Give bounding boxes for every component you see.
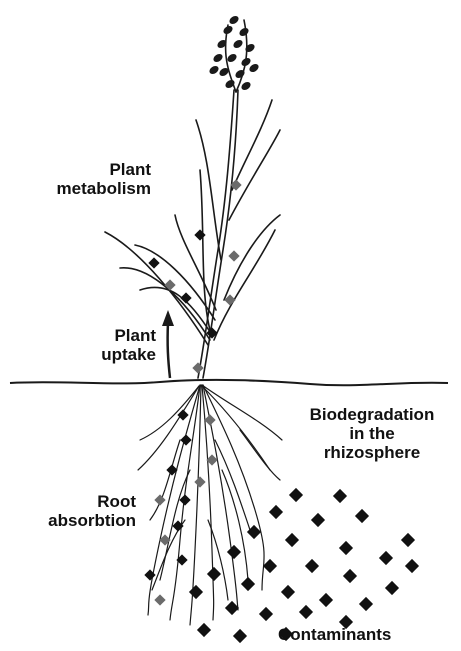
contaminant-particle xyxy=(359,597,373,611)
contaminant-particle xyxy=(385,581,399,595)
absorbed-particle xyxy=(192,362,203,373)
biodegradation-line-1: Biodegradation xyxy=(286,405,458,424)
root-absorption-line-2: absorbtion xyxy=(40,511,136,530)
floret xyxy=(238,26,250,37)
root-absorption-line-1: Root xyxy=(40,492,136,511)
root-absorption-label: Root absorbtion xyxy=(40,492,136,530)
absorbed-particle xyxy=(228,250,239,261)
contaminant-particle xyxy=(339,541,353,555)
ground-line xyxy=(10,380,448,385)
contaminant-particle xyxy=(259,607,273,621)
absorbed-contaminants xyxy=(144,179,241,605)
plant-uptake-line-1: Plant xyxy=(80,326,156,345)
contaminant-particle xyxy=(269,505,283,519)
absorbed-particle xyxy=(180,434,191,445)
floret xyxy=(208,64,220,75)
absorbed-particle xyxy=(148,257,159,268)
absorbed-particle xyxy=(179,494,190,505)
contaminant-particle xyxy=(227,545,241,559)
contaminant-particle xyxy=(233,629,247,643)
biodegradation-label: Biodegradation in the rhizosphere xyxy=(286,405,458,462)
absorbed-particle xyxy=(154,494,165,505)
absorbed-particle xyxy=(204,414,215,425)
contaminant-particle xyxy=(263,559,277,573)
root-strand xyxy=(215,440,250,530)
contaminant-particles xyxy=(189,488,419,643)
contaminant-particle xyxy=(285,533,299,547)
contaminant-particle xyxy=(379,551,393,565)
biodegradation-line-2: in the xyxy=(286,424,458,443)
contaminant-particle xyxy=(281,585,295,599)
uptake-arrow xyxy=(162,310,174,378)
seed-head xyxy=(208,14,260,91)
contaminants-label: Contaminants xyxy=(278,625,391,644)
contaminant-particle xyxy=(289,488,303,502)
floret xyxy=(226,52,238,63)
plant-metabolism-line-2: metabolism xyxy=(55,179,151,198)
contaminant-particle xyxy=(319,593,333,607)
plant-uptake-line-2: uptake xyxy=(80,345,156,364)
contaminant-particle xyxy=(405,559,419,573)
floret xyxy=(228,14,240,25)
floret xyxy=(232,38,244,49)
plant-metabolism-line-1: Plant xyxy=(55,160,151,179)
floret xyxy=(240,80,252,91)
absorbed-particle xyxy=(194,229,205,240)
floret xyxy=(248,62,260,73)
plant-shoot xyxy=(105,20,280,378)
absorbed-particle xyxy=(194,476,205,487)
plant-metabolism-label: Plant metabolism xyxy=(55,160,151,198)
contaminant-particle xyxy=(189,585,203,599)
contaminant-particle xyxy=(305,559,319,573)
contaminant-particle xyxy=(207,567,221,581)
contaminant-particle xyxy=(333,489,347,503)
floret xyxy=(212,52,224,63)
absorbed-particle xyxy=(154,594,165,605)
contaminant-particle xyxy=(197,623,211,637)
contaminant-particle xyxy=(311,513,325,527)
floret xyxy=(244,42,256,53)
contaminant-particle xyxy=(343,569,357,583)
contaminant-particle xyxy=(401,533,415,547)
biodegradation-line-3: rhizosphere xyxy=(286,443,458,462)
contaminant-particle xyxy=(355,509,369,523)
plant-uptake-label: Plant uptake xyxy=(80,326,156,364)
contaminant-particle xyxy=(299,605,313,619)
contaminant-particle xyxy=(241,577,255,591)
